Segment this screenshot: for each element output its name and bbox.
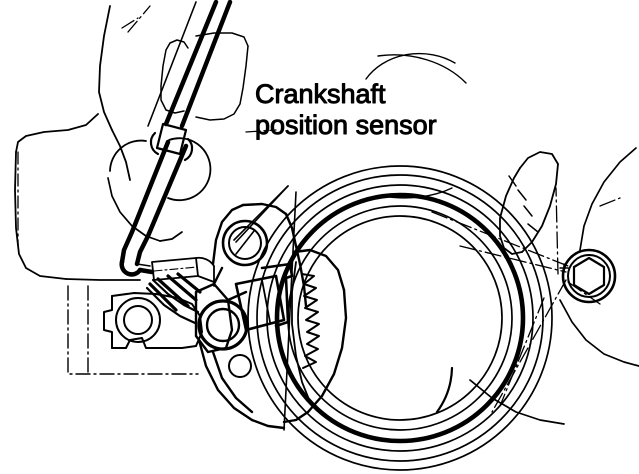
callout-leader-lines bbox=[233, 185, 297, 431]
crank-pulley-hub-arc bbox=[435, 366, 454, 414]
right-block-edges bbox=[469, 147, 639, 425]
signal-plate-body bbox=[282, 248, 348, 424]
sensor-bracket-left-flank bbox=[145, 278, 200, 325]
callout-label-line1: Crankshaft bbox=[255, 79, 386, 109]
crank-pulley-rings bbox=[247, 165, 553, 471]
harness-rod bbox=[147, 0, 233, 129]
right-block-rib-hatch bbox=[508, 175, 539, 233]
harness-connector-block bbox=[151, 256, 215, 287]
harness-lower bbox=[119, 139, 189, 277]
signal-plate-teeth bbox=[301, 273, 320, 369]
lower-left-boss bbox=[103, 292, 203, 349]
signal-plate-inner-edge bbox=[291, 261, 311, 403]
phantom-tick-right bbox=[559, 263, 569, 273]
phantom-line-right-of-cover bbox=[245, 129, 277, 133]
sensor-lower-bolt-hole bbox=[197, 299, 249, 351]
sensor-bracket-hatch bbox=[148, 272, 202, 312]
callout-label-line2: position sensor bbox=[255, 110, 437, 140]
phantom-rectangle-lower-left bbox=[67, 285, 199, 375]
phantom-line-upper-left bbox=[121, 5, 151, 33]
sensor-bracket-lower-arm bbox=[197, 338, 286, 430]
sensor-small-hole bbox=[228, 354, 252, 378]
phantom-lines-right bbox=[431, 187, 621, 413]
sensor-connector-clip bbox=[260, 262, 294, 328]
upper-left-boss bbox=[109, 137, 212, 202]
left-bracket-outline bbox=[14, 5, 141, 281]
harness-clamp bbox=[149, 122, 194, 162]
